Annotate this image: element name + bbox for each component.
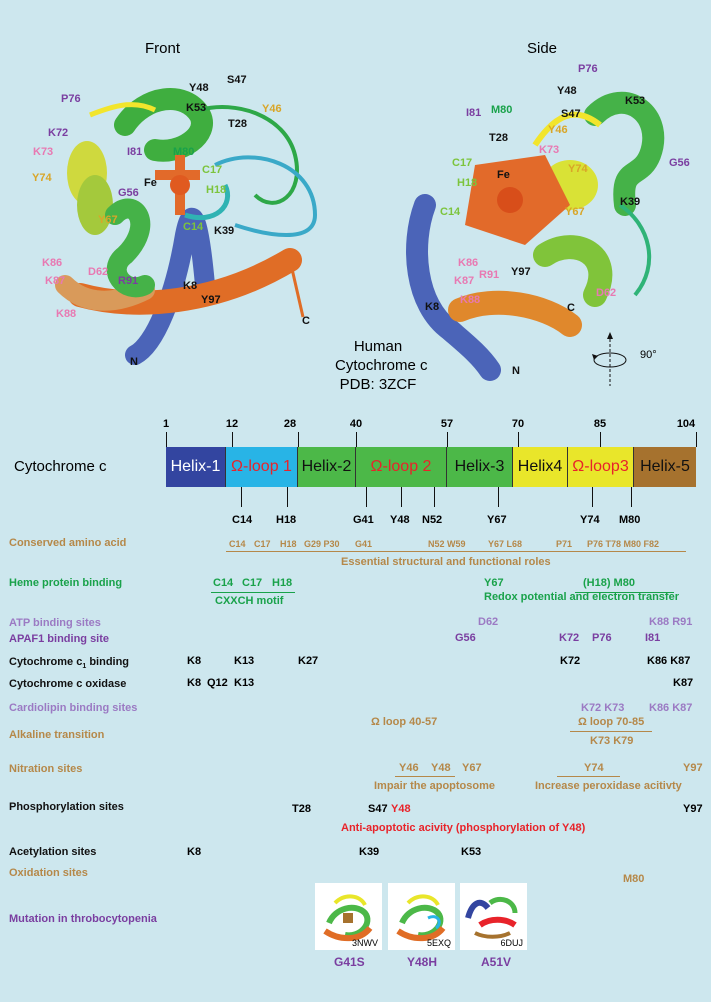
segment-helix-1: Helix-1 <box>166 447 226 487</box>
segment-helix-2: Helix-2 <box>298 447 356 487</box>
segment-helix-3: Helix-3 <box>447 447 513 487</box>
segment-helix-5: Helix-5 <box>634 447 696 487</box>
protein-name-label: Human Cytochrome c PDB: 3ZCF <box>335 338 428 393</box>
front-view-title: Front <box>145 40 181 57</box>
rotation-icon <box>592 332 627 386</box>
front-structure-illustration <box>55 88 318 365</box>
segment-omega-loop-1: Ω-loop 1 <box>226 447 298 487</box>
segment-omega-loop-2: Ω-loop 2 <box>356 447 447 487</box>
cytochrome-bar-title: Cytochrome c <box>14 458 107 475</box>
side-view-title: Side <box>527 40 558 57</box>
rotation-degree: 90° <box>640 349 657 361</box>
segment-helix-4: Helix4 <box>513 447 568 487</box>
structure-thumbnail-5exq: 5EXQ <box>388 883 455 950</box>
structure-thumbnail-6duj: 6DUJ <box>460 883 527 950</box>
structure-thumbnail-3nwv: 3NWV <box>315 883 382 950</box>
side-structure-illustration <box>406 91 665 381</box>
segment-omega-loop-3: Ω-loop3 <box>568 447 634 487</box>
